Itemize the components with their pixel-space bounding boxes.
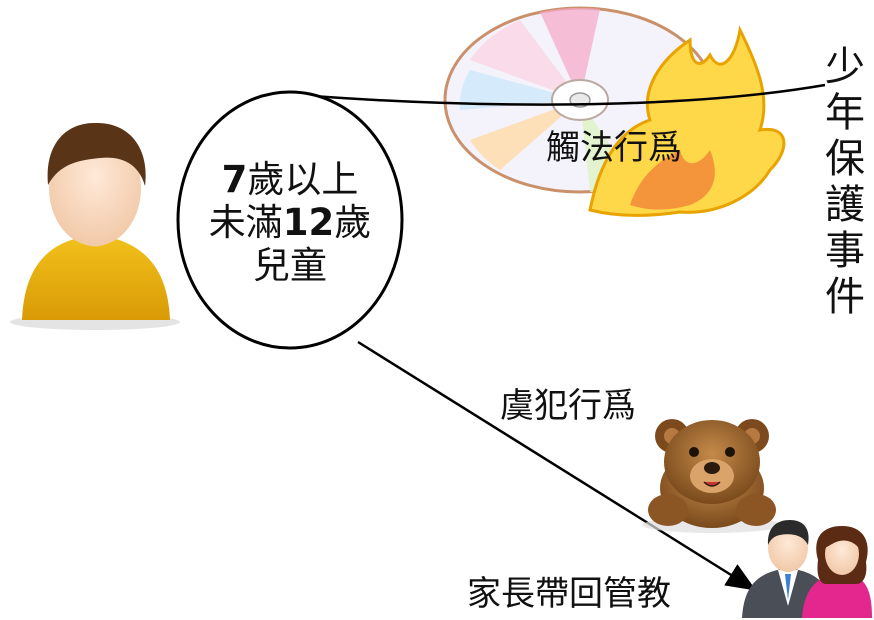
target-group-circle — [176, 90, 404, 350]
offense-label: 觸法行爲 — [546, 128, 682, 168]
teddy-bear-illustration — [642, 419, 782, 533]
predelinquent-label: 虞犯行爲 — [500, 386, 636, 426]
burning-cd-illustration — [443, 6, 786, 217]
parental-discipline-label: 家長帶回管教 — [467, 574, 671, 614]
age-line-3: 兒童 — [253, 244, 327, 287]
age-line-1: 7歲以上 — [221, 158, 359, 201]
age-line-2: 未滿12歲 — [208, 201, 372, 244]
target-group-label: 7歲以上 未滿12歲 兒童 — [190, 158, 390, 287]
juvenile-protection-case-label: 少 年 保 護 事 件 — [825, 44, 865, 320]
child-avatar — [10, 122, 180, 330]
connector-to-vertical-label — [311, 83, 826, 106]
parents-illustration — [742, 520, 872, 618]
connector-to-parental — [357, 340, 757, 591]
